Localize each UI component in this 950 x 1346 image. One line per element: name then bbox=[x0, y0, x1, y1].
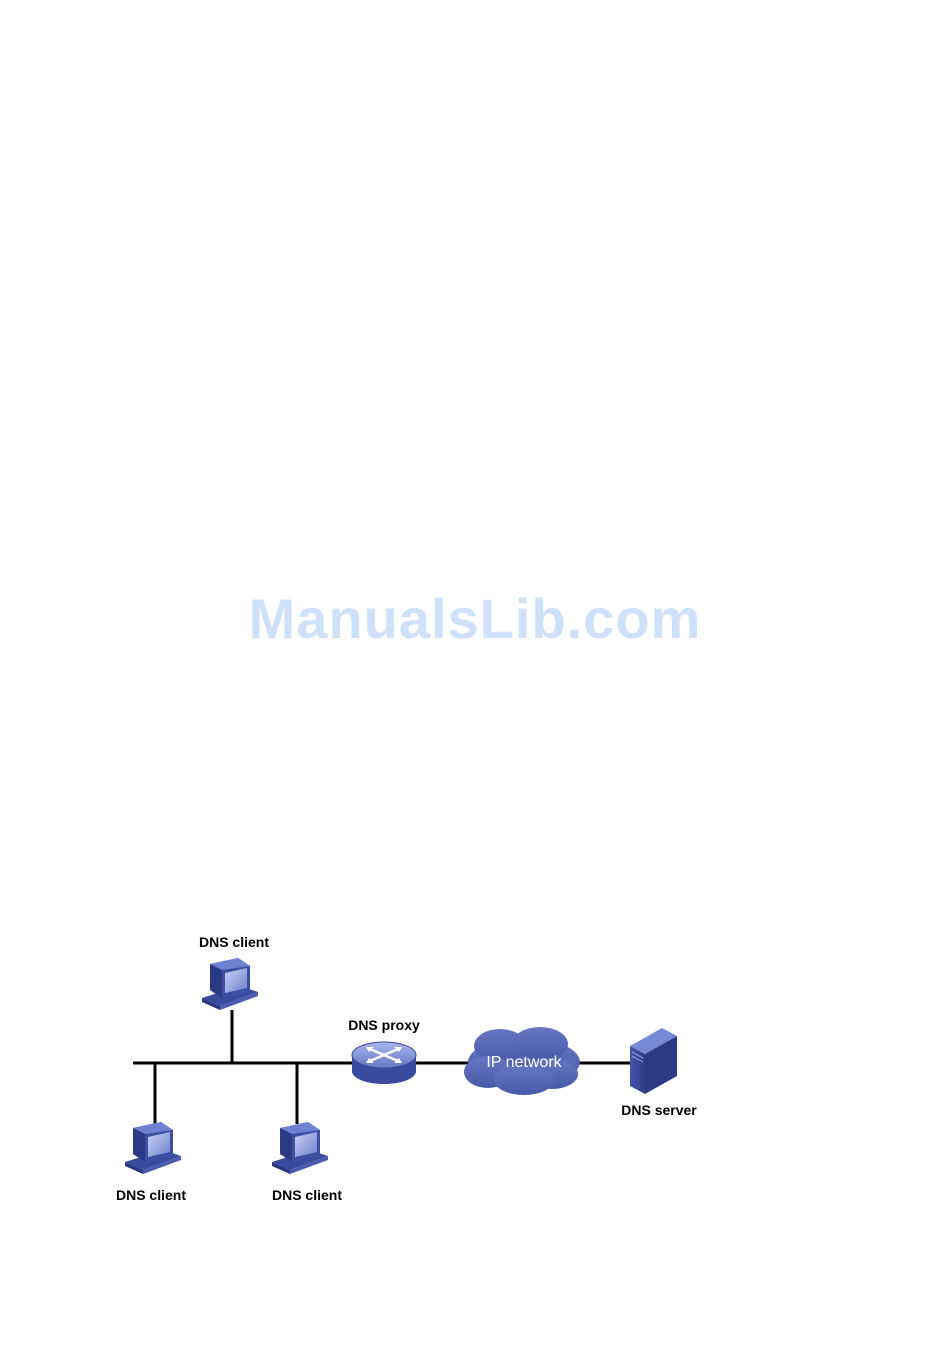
ip-network: IP network bbox=[464, 1027, 580, 1095]
dns-client-top-label: DNS client bbox=[199, 934, 269, 950]
dns-client-bottom-mid-label: DNS client bbox=[272, 1187, 342, 1203]
dns-proxy: DNS proxy bbox=[348, 1017, 420, 1084]
dns-client-bottom-left: DNS client bbox=[116, 1122, 186, 1203]
dns-server-label: DNS server bbox=[621, 1102, 697, 1118]
dns-client-bottom-mid: DNS client bbox=[272, 1122, 342, 1203]
ip-network-label: IP network bbox=[486, 1054, 562, 1071]
dns-client-bottom-left-label: DNS client bbox=[116, 1187, 186, 1203]
pc-icon bbox=[202, 958, 258, 1010]
server-icon bbox=[630, 1028, 677, 1094]
dns-proxy-label: DNS proxy bbox=[348, 1017, 420, 1033]
pc-icon bbox=[272, 1122, 328, 1174]
pc-icon bbox=[125, 1122, 181, 1174]
dns-server: DNS server bbox=[621, 1028, 697, 1118]
dns-client-top: DNS client bbox=[199, 934, 269, 1010]
router-icon bbox=[352, 1042, 416, 1084]
